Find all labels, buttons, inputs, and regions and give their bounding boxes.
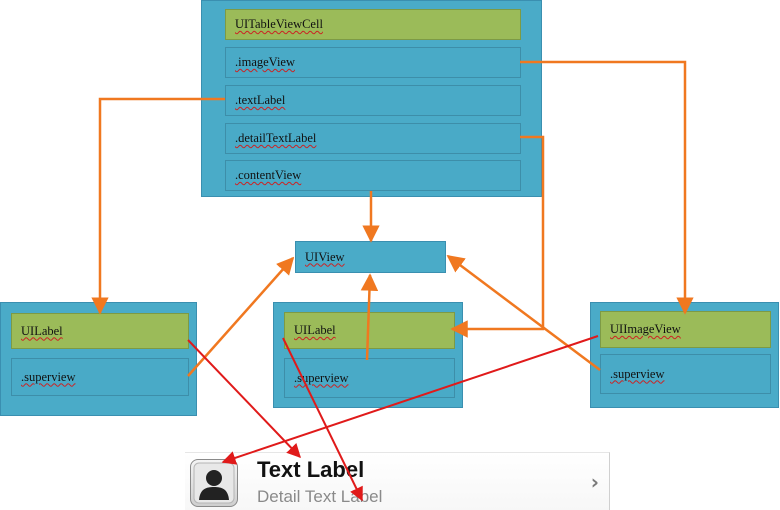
uiimageview-title: UIImageView bbox=[600, 311, 771, 348]
middle-uilabel-box: UILabel .superview bbox=[273, 302, 463, 408]
uitableviewcell-title: UITableViewCell bbox=[225, 9, 521, 40]
arrow-imageview-to-uiimageview bbox=[520, 60, 694, 315]
imageview-property: .imageView bbox=[225, 47, 521, 78]
cell-text-label: Text Label bbox=[257, 457, 365, 482]
middle-uilabel-superview: .superview bbox=[284, 358, 455, 398]
person-silhouette-icon bbox=[190, 459, 238, 507]
uiimageview-superview: .superview bbox=[600, 354, 771, 394]
uiimageview-box: UIImageView .superview bbox=[590, 302, 779, 408]
chevron-right-icon[interactable]: › bbox=[590, 470, 599, 494]
detailtextlabel-property: .detailTextLabel bbox=[225, 123, 521, 154]
table-cell-preview[interactable]: Text Label Detail Text Label › bbox=[185, 452, 610, 510]
textlabel-property: .textLabel bbox=[225, 85, 521, 116]
contentview-property: .contentView bbox=[225, 160, 521, 191]
middle-uilabel-title: UILabel bbox=[284, 312, 455, 349]
left-uilabel-title: UILabel bbox=[11, 313, 189, 349]
uiview-box: UIView bbox=[295, 241, 446, 273]
left-uilabel-box: UILabel .superview bbox=[0, 302, 197, 416]
uitableviewcell-box: UITableViewCell .imageView .textLabel .d… bbox=[201, 0, 542, 197]
left-uilabel-superview: .superview bbox=[11, 358, 189, 396]
cell-detail-text-label: Detail Text Label bbox=[257, 487, 383, 506]
arrow-image-superview-to-uiview bbox=[446, 254, 601, 371]
